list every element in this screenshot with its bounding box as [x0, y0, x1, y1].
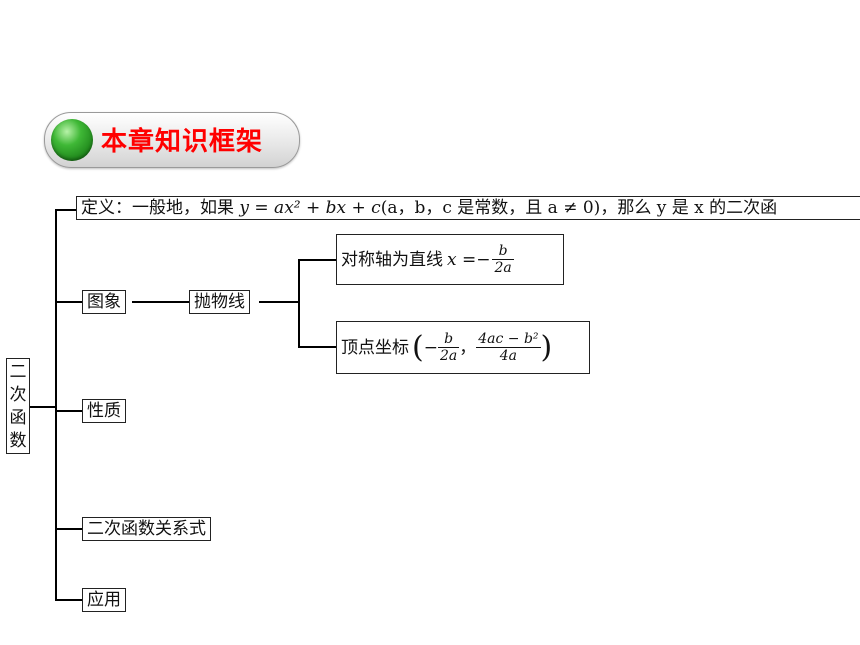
relation-node: 二次函数关系式: [82, 517, 211, 541]
root-node: 二 次 函 数: [6, 358, 30, 454]
vertex-sign: −: [423, 337, 438, 358]
branch-line-relation: [55, 528, 82, 530]
definition-pre: 定义：一般地，如果: [81, 198, 240, 218]
vertex-node: 顶点坐标 ( − b 2a ， 4ac − b² 4a ): [336, 321, 590, 374]
main-spine: [55, 209, 57, 601]
vertex-y-den: 4a: [499, 348, 518, 364]
left-paren-icon: (: [412, 329, 424, 365]
vertex-x-den: 2a: [439, 348, 458, 364]
definition-params: (a，b，c 是常数，且 a ≠ 0)，那么 y 是 x 的二次函: [380, 198, 778, 218]
axis-den: 2a: [494, 260, 512, 276]
branch-line-application: [55, 599, 82, 601]
properties-node: 性质: [82, 399, 126, 423]
axis-lhs: x =−: [447, 249, 491, 270]
root-connector: [30, 406, 56, 408]
application-node: 应用: [82, 588, 126, 612]
axis-label: 对称轴为直线: [341, 249, 443, 270]
definition-formula: y = ax² + bx + c: [239, 198, 381, 218]
root-char: 函: [9, 408, 27, 428]
vertex-fraction-x: b 2a: [437, 331, 460, 364]
root-char: 数: [9, 431, 27, 451]
vertex-branch-line: [298, 346, 336, 348]
green-ball-icon: [51, 119, 93, 161]
axis-num: b: [492, 243, 514, 260]
vertex-y-num: 4ac − b²: [476, 331, 541, 348]
parabola-spine: [298, 259, 300, 348]
vertex-x-num: b: [437, 331, 460, 348]
chapter-title: 本章知识框架: [101, 127, 264, 157]
graph-node: 图象: [82, 290, 126, 314]
parabola-out-line: [259, 301, 299, 303]
vertex-fraction-y: 4ac − b² 4a: [476, 331, 541, 364]
axis-node: 对称轴为直线 x =− b 2a: [336, 234, 564, 285]
graph-to-parabola-line: [132, 301, 190, 303]
axis-branch-line: [298, 259, 336, 261]
branch-line-properties: [55, 410, 82, 412]
branch-line-definition: [55, 209, 77, 211]
parabola-node: 抛物线: [189, 290, 250, 314]
root-char: 二: [9, 362, 27, 382]
branch-line-graph: [55, 301, 82, 303]
definition-node: 定义：一般地，如果 y = ax² + bx + c(a，b，c 是常数，且 a…: [76, 196, 860, 220]
axis-fraction: b 2a: [492, 243, 514, 276]
vertex-sep: ，: [459, 337, 477, 358]
root-char: 次: [9, 385, 27, 405]
chapter-header: 本章知识框架: [44, 112, 300, 168]
right-paren-icon: ): [540, 329, 553, 365]
vertex-label: 顶点坐标: [341, 337, 409, 358]
